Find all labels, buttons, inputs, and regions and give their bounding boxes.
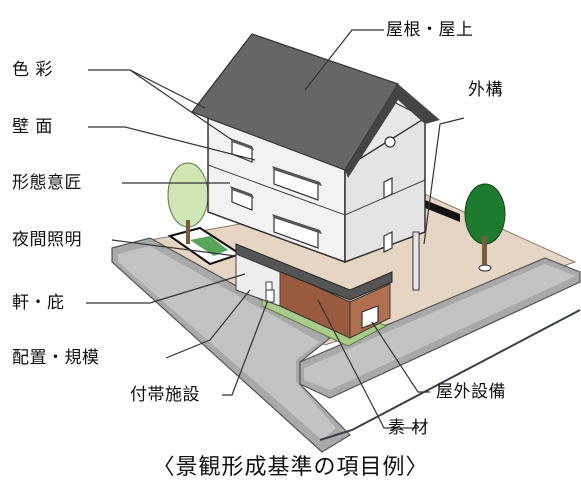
figure-caption: 〈景観形成基準の項目例〉 (152, 455, 429, 480)
planter-green (190, 236, 228, 256)
road-left-surface (118, 246, 336, 440)
label-color: 色 彩 (12, 60, 53, 80)
label-layout: 配置・規模 (12, 348, 100, 368)
label-form: 形態意匠 (12, 173, 82, 193)
label-material: 素 材 (388, 418, 429, 438)
tree-left-crown (167, 162, 209, 228)
label-outdoor-equipment: 屋外設備 (436, 382, 506, 402)
rear-fence (425, 200, 460, 222)
label-eaves: 軒・庇 (12, 293, 65, 313)
road-right-surface (304, 264, 576, 390)
front-windows (231, 139, 319, 249)
label-exterior: 外構 (468, 80, 503, 100)
roof-edge (345, 84, 440, 178)
label-annex: 付帯施設 (130, 385, 200, 405)
label-roof: 屋根・屋上 (386, 20, 474, 40)
outdoor-unit (361, 305, 379, 329)
tree-right-crown (464, 183, 506, 245)
leader-lines (86, 29, 465, 429)
curb-line (319, 309, 581, 441)
label-wall: 壁 面 (12, 117, 53, 137)
label-night-lighting: 夜間照明 (12, 230, 82, 250)
